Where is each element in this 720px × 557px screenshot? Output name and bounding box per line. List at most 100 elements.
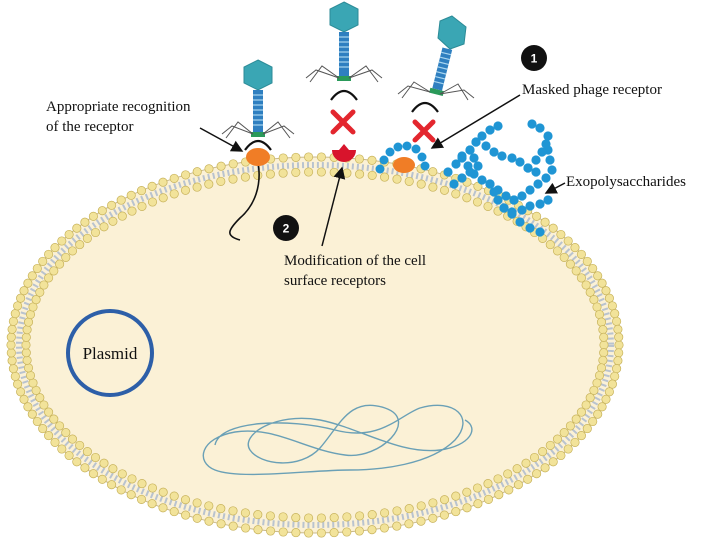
polysaccharide-bead [477, 175, 487, 185]
lipid-head [126, 190, 136, 200]
polysaccharide-bead [501, 191, 511, 201]
receptor-normal [246, 148, 270, 166]
lipid-head [576, 407, 586, 417]
lipid-head [21, 348, 31, 358]
polysaccharide-bead [477, 131, 487, 141]
lipid-head [204, 179, 214, 189]
lipid-head [108, 216, 118, 226]
lipid-head [44, 407, 54, 417]
lipid-head [180, 185, 191, 195]
lipid-head [342, 527, 352, 537]
lipid-head [67, 434, 78, 444]
lipid-head [61, 252, 71, 262]
lipid-head [25, 309, 36, 320]
lipid-head [240, 172, 250, 182]
lipid-head [532, 211, 542, 221]
lipid-head [598, 355, 608, 365]
lipid-head [428, 513, 438, 523]
lipid-head [67, 246, 78, 256]
phage-capsid [329, 1, 359, 33]
lipid-head [19, 394, 29, 404]
lipid-head [545, 440, 555, 450]
lipid-head [556, 229, 566, 240]
lipid-head [278, 153, 288, 163]
lipid-head [265, 511, 275, 521]
polysaccharide-bead [465, 145, 475, 155]
lipid-head [32, 416, 42, 427]
lipid-head [192, 167, 202, 177]
lipid-head [532, 469, 542, 479]
polysaccharide-bead [533, 179, 543, 189]
lipid-head [354, 154, 364, 164]
lipid-head [169, 173, 179, 183]
chromosome [202, 404, 473, 476]
polysaccharide-bead [489, 187, 499, 197]
lipid-head [581, 400, 591, 410]
lipid-head [44, 249, 54, 259]
lipid-head [278, 527, 288, 537]
lipid-head [228, 159, 238, 169]
lipid-head [367, 155, 377, 165]
polysaccharide-bead [515, 217, 525, 227]
lipid-head [473, 181, 483, 191]
arrow-recognition [199, 127, 244, 152]
lipid-head [80, 217, 90, 227]
lipid-head [576, 249, 586, 259]
lipid-head [90, 227, 101, 238]
lipid-head [192, 513, 202, 523]
polysaccharide-bead [517, 191, 527, 201]
lipid-head [6, 348, 16, 358]
lipid-head [540, 217, 550, 227]
lipid-head [158, 177, 168, 187]
lipid-head [8, 364, 18, 374]
lipid-head [216, 519, 226, 529]
lipid-head [22, 355, 32, 365]
receptor-masked [393, 157, 415, 173]
plasmid: Plasmid [66, 309, 154, 397]
lipid-head [565, 259, 575, 269]
lipid-head [604, 387, 614, 397]
lipid-head [75, 440, 85, 450]
lipid-head [428, 167, 438, 177]
phage-tail-stripes [253, 94, 263, 126]
polysaccharide-bead [481, 141, 491, 151]
lipid-head [483, 201, 493, 211]
binding-arc [330, 89, 358, 101]
polysaccharide-bead [457, 173, 467, 183]
lipid-head [613, 324, 623, 334]
polysaccharide-bead [497, 151, 507, 161]
lipid-head [55, 259, 65, 269]
lipid-head [594, 370, 605, 381]
masking-polysaccharide-beads [375, 141, 430, 174]
lipid-head [404, 519, 414, 529]
polysaccharide-bead [525, 185, 535, 195]
lipid-head [50, 243, 60, 253]
lipid-head [107, 200, 117, 210]
lipid-head [169, 507, 179, 517]
label-exopolysaccharides: Exopolysaccharides [566, 174, 686, 190]
lipid-head [451, 491, 461, 501]
lipid-head [7, 356, 17, 366]
lipid-head [16, 293, 26, 303]
lipid-head [88, 211, 98, 221]
lipid-head [117, 469, 127, 479]
lipid-head [82, 447, 92, 457]
polysaccharide-bead [485, 125, 495, 135]
phage-baseplate [251, 132, 265, 137]
lipid-head [117, 211, 127, 221]
lipid-head [278, 512, 288, 522]
arrow-modification [321, 166, 346, 247]
polysaccharide-bead [489, 147, 499, 157]
lipid-head [354, 526, 364, 536]
lipid-head [342, 512, 352, 522]
lipid-head [253, 525, 263, 535]
lipid-head [607, 379, 617, 389]
polysaccharide-bead [545, 155, 555, 165]
phage-tail-stripes [339, 36, 349, 68]
lipid-head [593, 271, 603, 281]
lipid-head [72, 457, 82, 467]
lipid-head [604, 293, 614, 303]
lipid-head [32, 263, 42, 274]
polysaccharide-bead [543, 131, 553, 141]
lipid-head [147, 197, 158, 207]
